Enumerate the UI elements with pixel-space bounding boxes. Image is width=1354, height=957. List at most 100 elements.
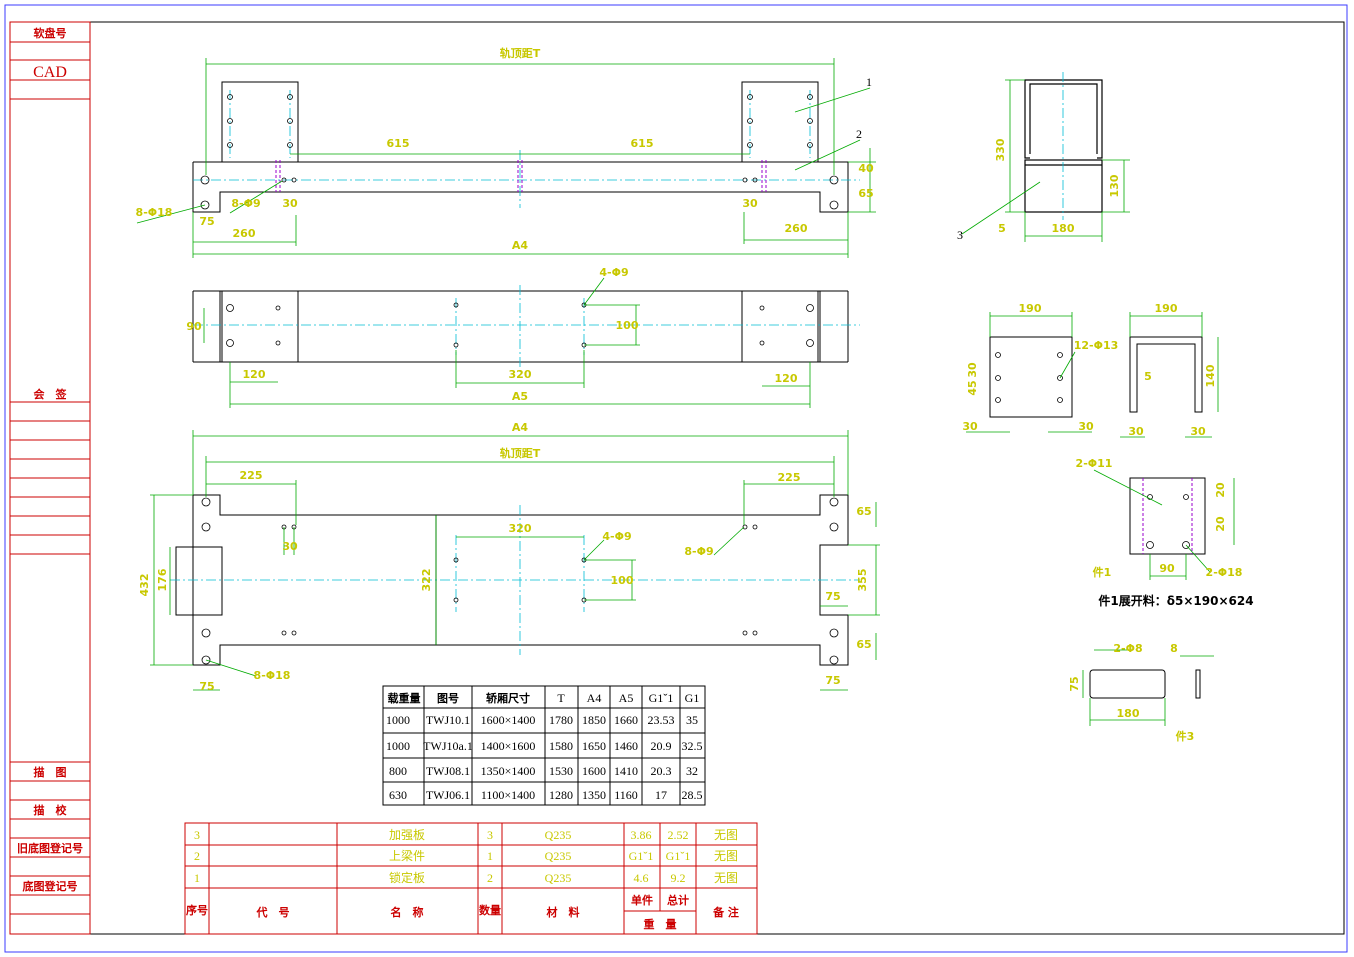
bom-r0-c3: 3: [487, 828, 493, 842]
spec-h-4: A4: [587, 691, 602, 705]
spec-r2-c2: 1350×1400: [481, 764, 536, 778]
bot-dim-65b: 65: [856, 638, 871, 651]
top-view-dims: [136, 58, 876, 258]
mid-dim-120-left: 120: [243, 368, 266, 381]
top-dim-260-left: 260: [233, 227, 256, 240]
top-dim-40: 40: [858, 162, 874, 175]
part1-hidden: [1142, 478, 1193, 554]
p1-unfold: 件1展开料：δ5×190×624: [1098, 593, 1253, 608]
spec-r3-c4: 1350: [582, 788, 606, 802]
spec-r1-c4: 1650: [582, 739, 606, 753]
top-dim-615-right: 615: [631, 137, 654, 150]
mid-view-centerlines: [193, 285, 860, 372]
spec-r1-c2: 1400×1600: [481, 739, 536, 753]
p1-holes-11: 2-Φ11: [1076, 457, 1113, 470]
parts-list-text: 3 加强板 3 Q235 3.86 2.52 无图 2 上梁件 1 Q235 G…: [186, 828, 739, 931]
p1-caption: 件1: [1093, 565, 1112, 579]
bom-r0-c4: Q235: [545, 828, 572, 842]
spec-r2-c0: 800: [389, 764, 407, 778]
bot-dim-100: 100: [611, 574, 634, 587]
bom-r1-c7: 无图: [714, 849, 738, 863]
top-view-centerlines: [193, 90, 860, 208]
bot-dim-176: 176: [156, 568, 169, 591]
bom-r2-c2: 锁定板: [389, 870, 425, 885]
spec-r0-c2: 1600×1400: [481, 713, 536, 727]
bom-r1-c5: G1ˇ1: [629, 849, 654, 863]
spec-h-6: G1ˇ1: [649, 691, 674, 705]
bom-h-code: 代 号: [256, 905, 290, 919]
spec-r3-c7: 28.5: [682, 788, 703, 802]
spec-r2-c4: 1600: [582, 764, 606, 778]
top-view-holes: [200, 94, 839, 210]
bot-holes-9b: 8-Φ9: [684, 545, 713, 558]
top-dim-615-left: 615: [387, 137, 410, 150]
section-dim-130: 130: [1108, 174, 1121, 197]
p1-holes-18: 2-Φ18: [1206, 566, 1243, 579]
bot-dim-225-left: 225: [240, 469, 263, 482]
mid-dim-100: 100: [616, 319, 639, 332]
bom-r1-c2: 上梁件: [389, 848, 425, 863]
bot-dim-a4: A4: [512, 421, 529, 434]
p1-dim-30a: 30: [966, 362, 979, 378]
top-dim-track: 轨顶距T: [500, 46, 541, 60]
cad-label: CAD: [33, 64, 67, 81]
section-part-3: 3: [957, 228, 963, 242]
section-dim-330: 330: [994, 138, 1007, 161]
spec-r1-c1: TWJ10a.1: [423, 739, 473, 753]
spec-r0-c7: 35: [686, 713, 698, 727]
countersign-label: 会 签: [34, 387, 68, 401]
bom-r0-c5: 3.86: [631, 828, 652, 842]
section-dims: [961, 79, 1130, 242]
bom-r2-c5: 4.6: [634, 871, 649, 885]
bom-h-name: 名 称: [391, 905, 424, 919]
top-dim-75: 75: [199, 215, 214, 228]
bot-dim-322: 322: [420, 569, 433, 592]
spec-r3-c5: 1160: [614, 788, 638, 802]
spec-r0-c3: 1780: [549, 713, 573, 727]
p3-holes-8: 2-Φ8: [1113, 642, 1142, 655]
bom-r1-c6: G1ˇ1: [666, 849, 691, 863]
p1-dim-30b: 30: [962, 420, 978, 433]
mid-holes-9: 4-Φ9: [599, 266, 628, 279]
p1-dim-90: 90: [1159, 562, 1175, 575]
bot-dim-355: 355: [856, 569, 869, 592]
bom-h-total: 总计: [667, 893, 689, 907]
bom-r1-c4: Q235: [545, 849, 572, 863]
top-dim-65: 65: [858, 187, 873, 200]
bot-dim-225-right: 225: [778, 471, 801, 484]
bot-dim-track: 轨顶距T: [500, 446, 541, 460]
checked-label: 描 校: [34, 803, 68, 817]
spec-r2-c3: 1530: [549, 764, 573, 778]
top-dim-30-right: 30: [742, 197, 758, 210]
mid-dim-120-right: 120: [775, 372, 798, 385]
spec-r1-c0: 1000: [386, 739, 410, 753]
spec-h-7: G1: [685, 691, 700, 705]
spec-r1-c7: 32.5: [682, 739, 703, 753]
bottom-view-centerlines: [170, 505, 860, 655]
p1-dim-20b: 20: [1214, 516, 1227, 532]
p1-dim-45: 45: [966, 380, 979, 395]
drawn-label: 描 图: [34, 765, 67, 779]
bot-holes-9a: 4-Φ9: [602, 530, 631, 543]
bot-dim-320: 320: [509, 522, 532, 535]
old-reg-label: 旧底图登记号: [17, 841, 83, 855]
spec-table-text: 载重量 图号 轿厢尺寸 T A4 A5 G1ˇ1 G1 1000 TWJ10.1…: [386, 691, 703, 802]
top-view-hidden: [275, 160, 767, 192]
part1-dims: [966, 312, 1235, 726]
spec-h-2: 轿厢尺寸: [486, 691, 530, 705]
bom-r2-c4: Q235: [545, 871, 572, 885]
spec-r0-c5: 1660: [614, 713, 638, 727]
spec-h-1: 图号: [437, 692, 459, 705]
top-view-geometry: [192, 81, 849, 213]
spec-h-0: 载重量: [388, 691, 421, 705]
bom-r1-c0: 2: [194, 849, 200, 863]
spec-r3-c3: 1280: [549, 788, 573, 802]
bom-r0-c2: 加强板: [389, 828, 425, 842]
parts-list-grid: [184, 822, 758, 935]
p3-caption: 件3: [1176, 729, 1195, 743]
bom-r2-c7: 无图: [714, 871, 738, 885]
spec-r0-c6: 23.53: [648, 713, 675, 727]
section-dim-5: 5: [998, 222, 1006, 235]
bom-h-weight: 重 量: [644, 917, 677, 931]
